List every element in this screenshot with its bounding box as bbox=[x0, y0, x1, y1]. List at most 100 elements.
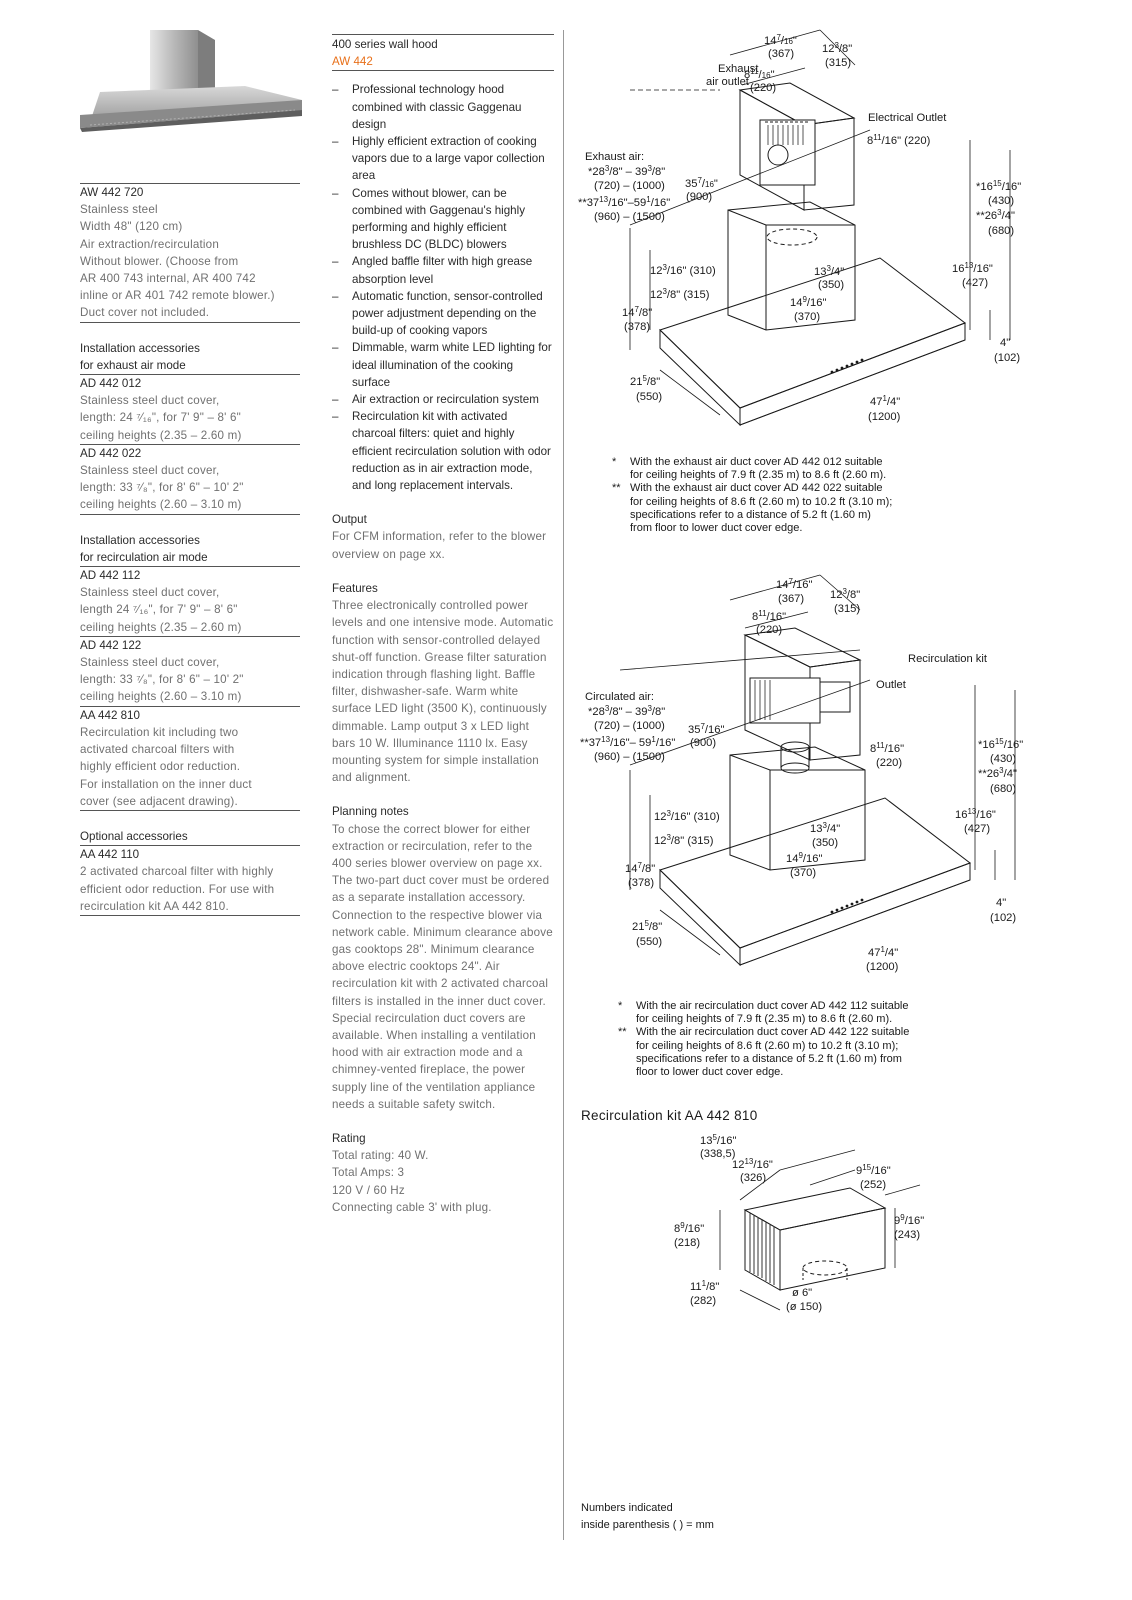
dim-label: (220) bbox=[876, 757, 902, 769]
dim-label: 123/16" (310) bbox=[650, 263, 716, 277]
rating-line: Total Amps: 3 bbox=[332, 1166, 405, 1180]
dim-label: (427) bbox=[964, 823, 990, 835]
circulated-air-label: Circulated air: bbox=[585, 691, 654, 703]
accessory-desc: ceiling heights (2.35 – 2.60 m) bbox=[80, 428, 242, 442]
recirculation-kit-label: Recirculation kit bbox=[908, 653, 988, 665]
dim-label: (367) bbox=[768, 48, 794, 60]
kit-dimension-labels: 135/16" (338,5) 1213/16" (326) 915/16" (… bbox=[674, 1133, 924, 1313]
section-heading: Rating bbox=[332, 1131, 366, 1145]
footnote-mark: ** bbox=[612, 482, 621, 495]
dim-label: 357/16" bbox=[688, 722, 724, 736]
dim-label: 147/8" bbox=[622, 305, 652, 319]
dim-label: 215/8" bbox=[630, 374, 660, 388]
dim-label: (960) – (1500) bbox=[594, 211, 665, 223]
dim-label: (102) bbox=[994, 352, 1020, 364]
feature-item: Dimmable, warm white LED lighting for id… bbox=[332, 339, 554, 391]
section-heading: for exhaust air mode bbox=[80, 357, 300, 376]
dim-label: (430) bbox=[990, 753, 1016, 765]
dim-label: 149/16" bbox=[786, 851, 822, 865]
section-heading: Installation accessories bbox=[80, 533, 200, 547]
feature-list: Professional technology hood combined wi… bbox=[332, 81, 554, 494]
dim-label: *283/8" – 393/8" bbox=[588, 164, 665, 178]
dim-label: 123/8" bbox=[822, 41, 852, 55]
accessory-desc: ceiling heights (2.60 – 3.10 m) bbox=[80, 498, 242, 512]
footnote-line: floor to lower duct cover edge. bbox=[636, 1066, 784, 1079]
description-column: 400 series wall hood AW 442 Professional… bbox=[332, 34, 554, 1216]
dim-label: air outlet bbox=[706, 76, 750, 88]
rating-line: 120 V / 60 Hz bbox=[332, 1183, 405, 1197]
dim-label: (550) bbox=[636, 391, 662, 403]
section-heading: Output bbox=[332, 513, 367, 527]
feature-item: Recirculation kit with activated charcoa… bbox=[332, 408, 554, 494]
accessory-desc: For installation on the inner duct bbox=[80, 777, 252, 791]
dim-label: 123/8" bbox=[830, 587, 860, 601]
accessory-desc: cover (see adjacent drawing). bbox=[80, 794, 238, 808]
dim-label: 123/16" (310) bbox=[654, 809, 720, 823]
dim-label: (550) bbox=[636, 936, 662, 948]
dim-label: 1613/16" bbox=[955, 807, 996, 821]
footnote-line: for ceiling heights of 7.9 ft (2.35 m) t… bbox=[630, 469, 887, 482]
footnote-mark: ** bbox=[618, 1026, 627, 1039]
dim-label: (370) bbox=[790, 867, 816, 879]
dim-label: 133/4" bbox=[814, 264, 844, 278]
dim-label: 357/16" bbox=[685, 176, 718, 190]
exhaust-dimension-drawing: Exhaust air outlet 147/16" (367) 123/8" … bbox=[578, 29, 1021, 427]
accessory-code: AA 442 810 bbox=[80, 708, 140, 722]
accessory-desc: Stainless steel duct cover, bbox=[80, 464, 220, 478]
recirc-dimension-labels: 147/16" (367) 123/8" (315) 811/16" (220)… bbox=[580, 577, 1023, 973]
accessory-desc: activated charcoal filters with bbox=[80, 743, 235, 757]
dim-label: 147/16" bbox=[764, 33, 797, 47]
dim-label: 147/16" bbox=[776, 577, 812, 591]
accessory-desc: length 24 ⁷⁄₁₆", for 7' 9" – 8' 6" bbox=[80, 603, 238, 617]
accessory-desc: Stainless steel duct cover, bbox=[80, 394, 220, 408]
dim-label: 149/16" bbox=[790, 295, 826, 309]
dim-label: **3713/16"– 591/16" bbox=[580, 735, 675, 749]
accessory-desc: Stainless steel duct cover, bbox=[80, 656, 220, 670]
section-text: Three electronically controlled power le… bbox=[332, 599, 554, 785]
dim-label: (338,5) bbox=[700, 1148, 736, 1160]
dim-label: 4" bbox=[996, 897, 1006, 909]
dim-label: 1213/16" bbox=[732, 1157, 773, 1171]
dim-label: (243) bbox=[894, 1229, 920, 1241]
dim-label: 89/16" bbox=[674, 1221, 704, 1235]
dim-label: 471/4" bbox=[868, 945, 898, 959]
product-block: AW 442 720 Stainless steel Width 48" (12… bbox=[80, 183, 300, 323]
feature-item: Air extraction or recirculation system bbox=[332, 391, 554, 408]
dim-label: (220) bbox=[750, 82, 776, 94]
accessory-code: AD 442 112 bbox=[80, 569, 141, 583]
spec-line: inline or AR 401 742 remote blower.) bbox=[80, 289, 275, 303]
accessory-desc: length: 33 ⁷⁄₈", for 8' 6" – 10' 2" bbox=[80, 673, 244, 687]
accessories-column: AW 442 720 Stainless steel Width 48" (12… bbox=[80, 183, 300, 933]
units-note-line: Numbers indicated bbox=[581, 1502, 673, 1514]
accessory-desc: Recirculation kit including two bbox=[80, 725, 239, 739]
dim-label: (1200) bbox=[868, 411, 901, 423]
footnote-line: for ceiling heights of 8.6 ft (2.60 m) t… bbox=[636, 1039, 899, 1052]
dim-label: (427) bbox=[962, 277, 988, 289]
dim-label: *283/8" – 393/8" bbox=[588, 704, 665, 718]
accessory-desc: length: 33 ⁷⁄₈", for 8' 6" – 10' 2" bbox=[80, 481, 244, 495]
dim-label: (220) bbox=[756, 624, 782, 636]
feature-item: Angled baffle filter with high grease ab… bbox=[332, 253, 554, 287]
dim-label: (370) bbox=[794, 311, 820, 323]
exhaust-dimension-labels: Exhaust air outlet 147/16" (367) 123/8" … bbox=[578, 33, 1021, 423]
dim-label: (378) bbox=[628, 877, 654, 889]
dim-label: (315) bbox=[834, 603, 860, 615]
optional-accessories: Optional accessories AA 442 110 2 activa… bbox=[80, 828, 300, 916]
section-heading: for recirculation air mode bbox=[80, 549, 300, 568]
dim-label: (900) bbox=[690, 737, 716, 749]
model-title: AW 442 bbox=[332, 53, 554, 72]
dim-label: (720) – (1000) bbox=[594, 720, 665, 732]
dim-label: 811/16" (220) bbox=[867, 133, 931, 147]
electrical-outlet-label: Electrical Outlet bbox=[868, 112, 947, 124]
dim-label: (252) bbox=[860, 1179, 886, 1191]
section-heading: Planning notes bbox=[332, 805, 409, 819]
accessory-desc: 2 activated charcoal filter with highly bbox=[80, 865, 274, 879]
accessory-desc: ceiling heights (2.35 – 2.60 m) bbox=[80, 620, 242, 634]
dim-label: 471/4" bbox=[870, 394, 900, 408]
dim-label: 123/8" (315) bbox=[650, 287, 710, 301]
feature-item: Highly efficient extraction of cooking v… bbox=[332, 133, 554, 185]
footnote-line: With the air recirculation duct cover AD… bbox=[636, 1000, 909, 1012]
dim-label: (378) bbox=[624, 321, 650, 333]
dim-label: (ø 150) bbox=[786, 1301, 822, 1313]
footnote-line: from floor to lower duct cover edge. bbox=[630, 522, 803, 535]
